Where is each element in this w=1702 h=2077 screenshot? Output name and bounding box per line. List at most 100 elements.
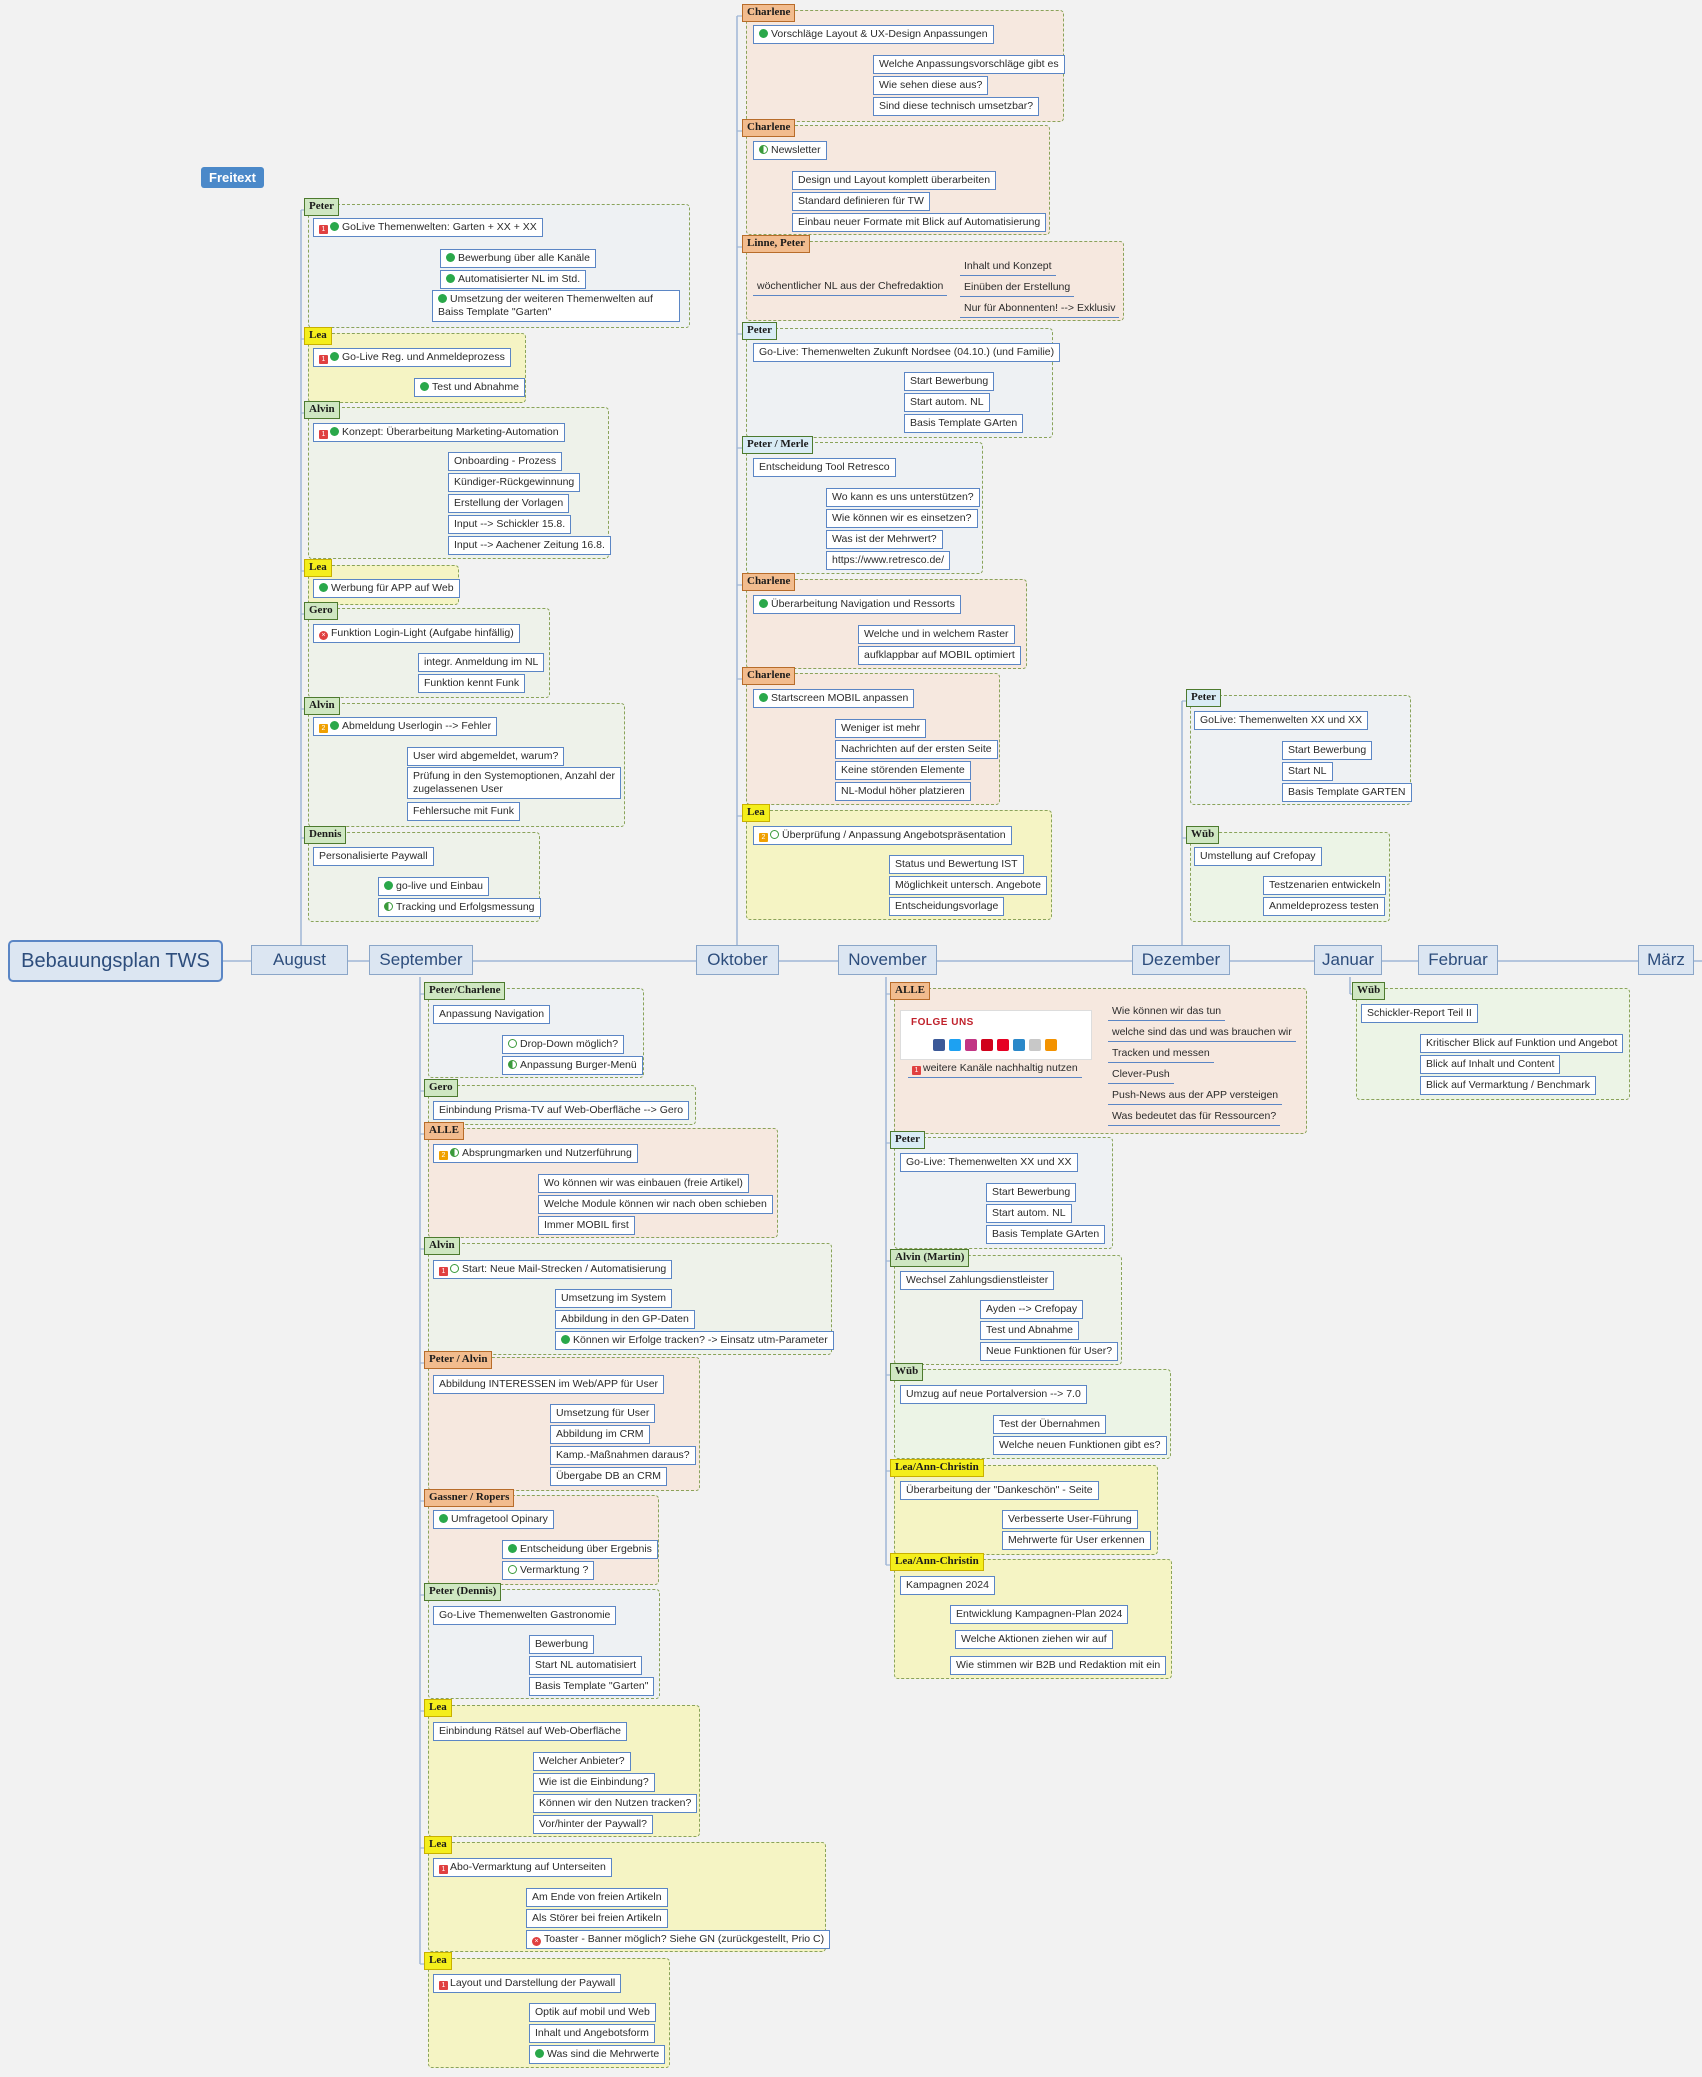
owner-label[interactable]: Dennis xyxy=(304,826,347,844)
task-node[interactable]: Personalisierte Paywall xyxy=(313,847,434,866)
task-node[interactable]: GoLive: Themenwelten XX und XX xyxy=(1194,711,1369,730)
owner-label[interactable]: Lea xyxy=(424,1836,452,1854)
subtask-node[interactable]: Wie können wir es einsetzen? xyxy=(826,509,978,528)
subtask-node[interactable]: Umsetzung der weiteren Themenwelten auf … xyxy=(432,290,680,322)
subtask-node[interactable]: Kamp.-Maßnahmen daraus? xyxy=(550,1446,696,1465)
owner-label[interactable]: Charlene xyxy=(742,667,796,685)
task-node[interactable]: Umfragetool Opinary xyxy=(433,1510,554,1529)
subtask-node[interactable]: Nur für Abonnenten! --> Exklusiv xyxy=(960,300,1120,318)
subtask-node[interactable]: https://www.retresco.de/ xyxy=(826,551,951,570)
subtask-node[interactable]: Basis Template "Garten" xyxy=(529,1677,655,1696)
subtask-node[interactable]: Was sind die Mehrwerte xyxy=(529,2045,666,2064)
task-node[interactable]: ×Funktion Login-Light (Aufgabe hinfällig… xyxy=(313,624,520,643)
owner-label[interactable]: Wüb xyxy=(1352,982,1386,1000)
subtask-node[interactable]: Einüben der Erstellung xyxy=(960,279,1075,297)
subtask-node[interactable]: Blick auf Vermarktung / Benchmark xyxy=(1420,1076,1596,1095)
subtask-node[interactable]: Funktion kennt Funk xyxy=(418,674,526,693)
owner-label[interactable]: Gassner / Ropers xyxy=(424,1489,515,1507)
subtask-node[interactable]: Wo können wir was einbauen (freie Artike… xyxy=(538,1174,749,1193)
subtask-node[interactable]: Start NL xyxy=(1282,762,1333,781)
subtask-node[interactable]: Keine störenden Elemente xyxy=(835,761,971,780)
subtask-node[interactable]: Anpassung Burger-Menü xyxy=(502,1056,643,1075)
subtask-node[interactable]: Clever-Push xyxy=(1108,1066,1174,1084)
subtask-node[interactable]: Können wir Erfolge tracken? -> Einsatz u… xyxy=(555,1331,834,1350)
freitext-button[interactable]: Freitext xyxy=(201,167,264,188)
subtask-node[interactable]: Was ist der Mehrwert? xyxy=(826,530,943,549)
subtask-node[interactable]: Wo kann es uns unterstützen? xyxy=(826,488,980,507)
subtask-node[interactable]: Welche und in welchem Raster xyxy=(858,625,1015,644)
subtask-node[interactable]: Inhalt und Konzept xyxy=(960,258,1056,276)
subtask-node[interactable]: Entwicklung Kampagnen-Plan 2024 xyxy=(950,1605,1129,1624)
subtask-node[interactable]: Design und Layout komplett überarbeiten xyxy=(792,171,997,190)
subtask-node[interactable]: Verbesserte User-Führung xyxy=(1002,1510,1138,1529)
subtask-node[interactable]: Basis Template GArten xyxy=(904,414,1024,433)
subtask-node[interactable]: Erstellung der Vorlagen xyxy=(448,494,570,513)
subtask-node[interactable]: aufklappbar auf MOBIL optimiert xyxy=(858,646,1021,665)
subtask-node[interactable]: Welche Module können wir nach oben schie… xyxy=(538,1195,773,1214)
owner-label[interactable]: ALLE xyxy=(890,982,930,1000)
month-februar[interactable]: Februar xyxy=(1418,945,1498,975)
subtask-node[interactable]: Möglichkeit untersch. Angebote xyxy=(889,876,1047,895)
subtask-node[interactable]: Input --> Aachener Zeitung 16.8. xyxy=(448,536,611,555)
subtask-node[interactable]: Start Bewerbung xyxy=(986,1183,1077,1202)
task-node[interactable]: Startscreen MOBIL anpassen xyxy=(753,689,915,708)
task-node[interactable]: wöchentlicher NL aus der Chefredaktion xyxy=(753,278,948,296)
subtask-node[interactable]: Start autom. NL xyxy=(904,393,990,412)
subtask-node[interactable]: Wie stimmen wir B2B und Redaktion mit ei… xyxy=(950,1656,1167,1675)
owner-label[interactable]: Alvin (Martin) xyxy=(890,1249,970,1267)
subtask-node[interactable]: Basis Template GARTEN xyxy=(1282,783,1412,802)
subtask-node[interactable]: Welche Anpassungsvorschläge gibt es xyxy=(873,55,1065,74)
subtask-node[interactable]: Test und Abnahme xyxy=(414,378,525,397)
month-oktober[interactable]: Oktober xyxy=(696,945,779,975)
owner-label[interactable]: Charlene xyxy=(742,573,796,591)
task-node[interactable]: Anpassung Navigation xyxy=(433,1005,551,1024)
task-node[interactable]: Go-Live: Themenwelten XX und XX xyxy=(900,1153,1078,1172)
subtask-node[interactable]: integr. Anmeldung im NL xyxy=(418,653,545,672)
subtask-node[interactable]: Abbildung im CRM xyxy=(550,1425,650,1444)
month-august[interactable]: August xyxy=(251,945,348,975)
subtask-node[interactable]: NL-Modul höher platzieren xyxy=(835,782,971,801)
subtask-node[interactable]: Start Bewerbung xyxy=(1282,741,1373,760)
subtask-node[interactable]: Automatisierter NL im Std. xyxy=(440,270,587,289)
subtask-node[interactable]: Einbau neuer Formate mit Blick auf Autom… xyxy=(792,213,1047,232)
subtask-node[interactable]: Übergabe DB an CRM xyxy=(550,1467,668,1486)
owner-label[interactable]: Alvin xyxy=(304,401,340,419)
owner-label[interactable]: Lea xyxy=(304,559,332,577)
task-node[interactable]: Einbindung Rätsel auf Web-Oberfläche xyxy=(433,1722,627,1741)
owner-label[interactable]: Lea xyxy=(424,1952,452,1970)
subtask-node[interactable]: welche sind das und was brauchen wir xyxy=(1108,1024,1296,1042)
owner-label[interactable]: Lea xyxy=(424,1699,452,1717)
subtask-node[interactable]: Anmeldeprozess testen xyxy=(1263,897,1385,916)
owner-label[interactable]: Charlene xyxy=(742,4,796,22)
owner-label[interactable]: Lea/Ann-Christin xyxy=(890,1553,984,1571)
subtask-node[interactable]: Optik auf mobil und Web xyxy=(529,2003,656,2022)
subtask-node[interactable]: Umsetzung für User xyxy=(550,1404,656,1423)
subtask-node[interactable]: Blick auf Inhalt und Content xyxy=(1420,1055,1561,1074)
subtask-node[interactable]: Entscheidungsvorlage xyxy=(889,897,1005,916)
owner-label[interactable]: Wüb xyxy=(1186,826,1220,844)
subtask-node[interactable]: Wie können wir das tun xyxy=(1108,1003,1226,1021)
month-november[interactable]: November xyxy=(838,945,937,975)
subtask-node[interactable]: Können wir den Nutzen tracken? xyxy=(533,1794,698,1813)
owner-label[interactable]: Peter xyxy=(304,198,340,216)
subtask-node[interactable]: Test und Abnahme xyxy=(980,1321,1079,1340)
subtask-node[interactable]: Tracken und messen xyxy=(1108,1045,1214,1063)
subtask-node[interactable]: Vor/hinter der Paywall? xyxy=(533,1815,653,1834)
root-topic[interactable]: Bebauungsplan TWS xyxy=(8,940,223,982)
task-node[interactable]: Entscheidung Tool Retresco xyxy=(753,458,896,477)
owner-label[interactable]: Peter / Merle xyxy=(742,436,814,454)
subtask-node[interactable]: Welche neuen Funktionen gibt es? xyxy=(993,1436,1167,1455)
subtask-node[interactable]: Bewerbung über alle Kanäle xyxy=(440,249,596,268)
owner-label[interactable]: Gero xyxy=(304,602,338,620)
subtask-node[interactable]: Neue Funktionen für User? xyxy=(980,1342,1119,1361)
task-node[interactable]: Umstellung auf Crefopay xyxy=(1194,847,1322,866)
owner-label[interactable]: Peter (Dennis) xyxy=(424,1583,502,1601)
subtask-node[interactable]: Weniger ist mehr xyxy=(835,719,927,738)
owner-label[interactable]: Charlene xyxy=(742,119,796,137)
